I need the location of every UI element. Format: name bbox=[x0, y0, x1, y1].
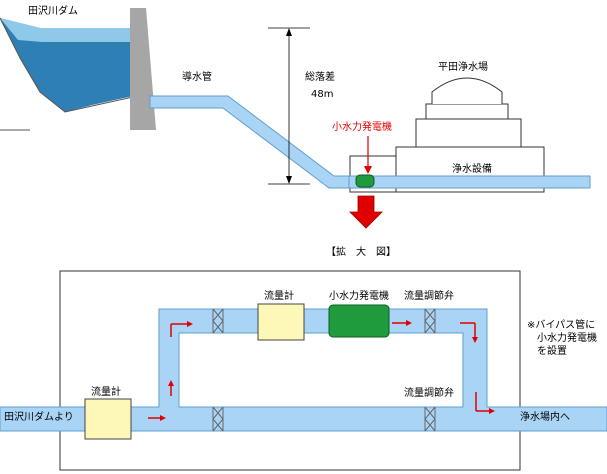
flow-arrows bbox=[148, 320, 495, 421]
intake-pipe bbox=[149, 95, 350, 189]
dam-label: 田沢川ダム bbox=[28, 6, 78, 17]
flowmeter-main-box bbox=[84, 398, 132, 440]
outflow-pipe bbox=[348, 175, 591, 189]
head-dimension bbox=[268, 27, 310, 185]
head-value: 48m bbox=[311, 89, 334, 100]
note-line-1: ※バイパス管に bbox=[527, 320, 596, 331]
flowmeter-main-label: 流量計 bbox=[91, 387, 121, 398]
valve-bottom-label: 流量調節弁 bbox=[404, 388, 454, 399]
detail-generator bbox=[328, 304, 390, 338]
generator-pointer-head bbox=[364, 166, 372, 174]
head-label: 総落差 bbox=[305, 72, 335, 83]
facility-label: 浄水設備 bbox=[452, 164, 492, 175]
enlarge-arrow bbox=[349, 195, 383, 229]
valve-icons bbox=[212, 308, 436, 432]
inlet-label: 田沢川ダムより bbox=[4, 412, 74, 423]
valve-top-label: 流量調節弁 bbox=[404, 291, 454, 302]
dam-reservoir bbox=[0, 17, 135, 113]
detail-title: 【拡 大 図】 bbox=[326, 247, 396, 258]
note-line-3: を設置 bbox=[537, 346, 567, 357]
plant-label: 平田浄水場 bbox=[438, 62, 488, 73]
detail-generator-label: 小水力発電機 bbox=[329, 291, 389, 302]
flowmeter-bypass-label: 流量計 bbox=[264, 291, 294, 302]
note-line-2: 小水力発電機 bbox=[537, 333, 597, 344]
outlet-label: 浄水場内へ bbox=[520, 412, 570, 423]
intake-pipe-label: 導水管 bbox=[182, 72, 212, 83]
water-plant-building bbox=[349, 77, 545, 193]
overview-generator-label: 小水力発電機 bbox=[332, 122, 392, 133]
overview-generator bbox=[355, 174, 375, 188]
flowmeter-bypass-box bbox=[257, 303, 305, 341]
dam-wall bbox=[130, 8, 156, 130]
